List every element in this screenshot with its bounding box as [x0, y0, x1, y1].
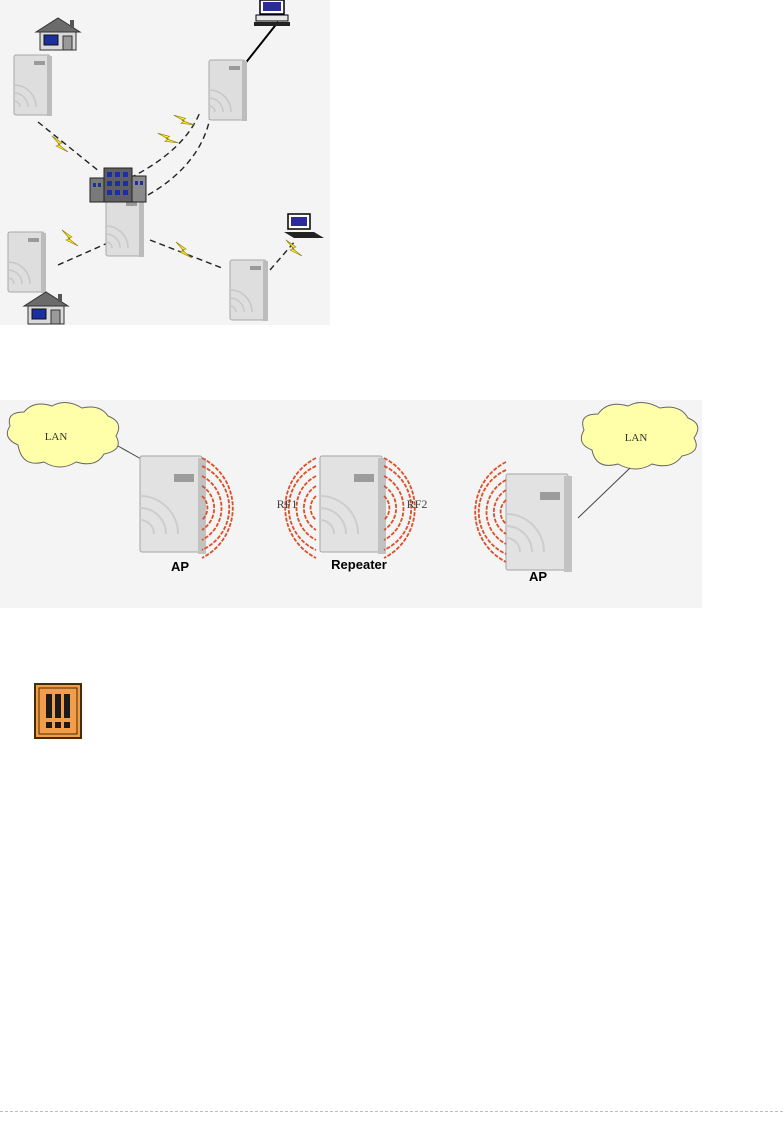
- lan-cloud-left: LAN: [7, 402, 118, 467]
- warning-icon: [34, 683, 82, 739]
- repeater-label: Repeater: [331, 557, 387, 572]
- lan-left-label: LAN: [45, 431, 68, 443]
- access-point-left-icon: [140, 456, 206, 554]
- access-point-icon: [230, 260, 268, 321]
- repeater-diagram: LAN LAN RF1 RF2 AP Repeater AP: [0, 400, 702, 608]
- footer-divider: [0, 1111, 783, 1112]
- access-point-icon: [106, 196, 144, 257]
- rf1-label: RF1: [277, 497, 298, 511]
- rf2-label: RF2: [407, 497, 428, 511]
- access-point-icon: [14, 55, 52, 116]
- access-point-icon: [8, 232, 46, 293]
- lan-right-label: LAN: [625, 432, 648, 444]
- access-point-icon: [209, 60, 247, 121]
- point-to-multipoint-diagram: [0, 0, 330, 325]
- ap-right-label: AP: [529, 569, 547, 584]
- desktop-computer-icon: [254, 0, 290, 26]
- ap-left-label: AP: [171, 559, 189, 574]
- repeater-icon: [320, 456, 386, 554]
- access-point-right-icon: [506, 474, 572, 572]
